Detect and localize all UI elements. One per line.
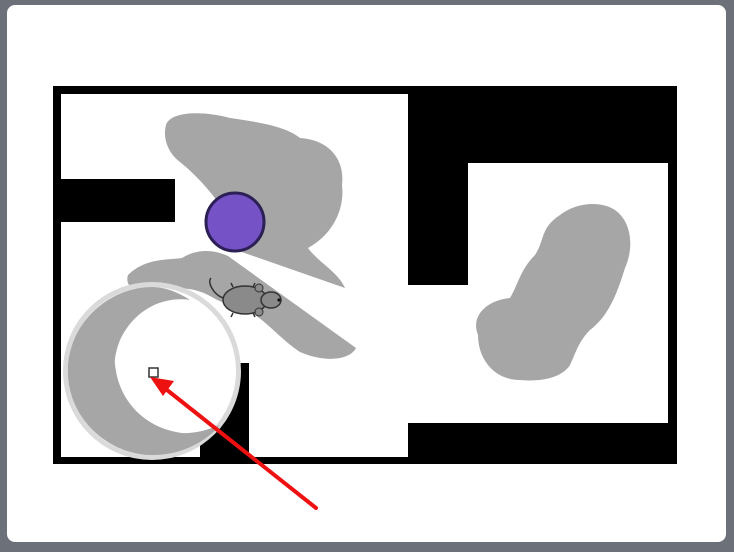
mouse-nose bbox=[277, 298, 281, 302]
joystick[interactable] bbox=[63, 282, 241, 460]
pointer-arrow bbox=[150, 377, 318, 510]
mouse-foot bbox=[230, 312, 234, 318]
mouse-icon[interactable] bbox=[209, 277, 282, 318]
pointer-arrow-head bbox=[150, 377, 174, 396]
fog-blob-right bbox=[476, 203, 631, 381]
mouse-foot bbox=[252, 282, 256, 288]
mouse-ear-bottom bbox=[254, 307, 264, 317]
maze-inner-wall-left bbox=[61, 179, 175, 222]
mouse-foot bbox=[230, 282, 234, 288]
mouse-ear-top bbox=[254, 283, 264, 293]
mouse-foot bbox=[252, 312, 256, 318]
mouse-tail bbox=[209, 277, 224, 299]
pointer-arrow-shaft bbox=[160, 384, 318, 510]
joystick-center-marker bbox=[148, 367, 159, 378]
mouse-head bbox=[260, 291, 282, 309]
purple-disc-icon[interactable] bbox=[204, 191, 266, 253]
joystick-shade-lower bbox=[68, 288, 210, 455]
